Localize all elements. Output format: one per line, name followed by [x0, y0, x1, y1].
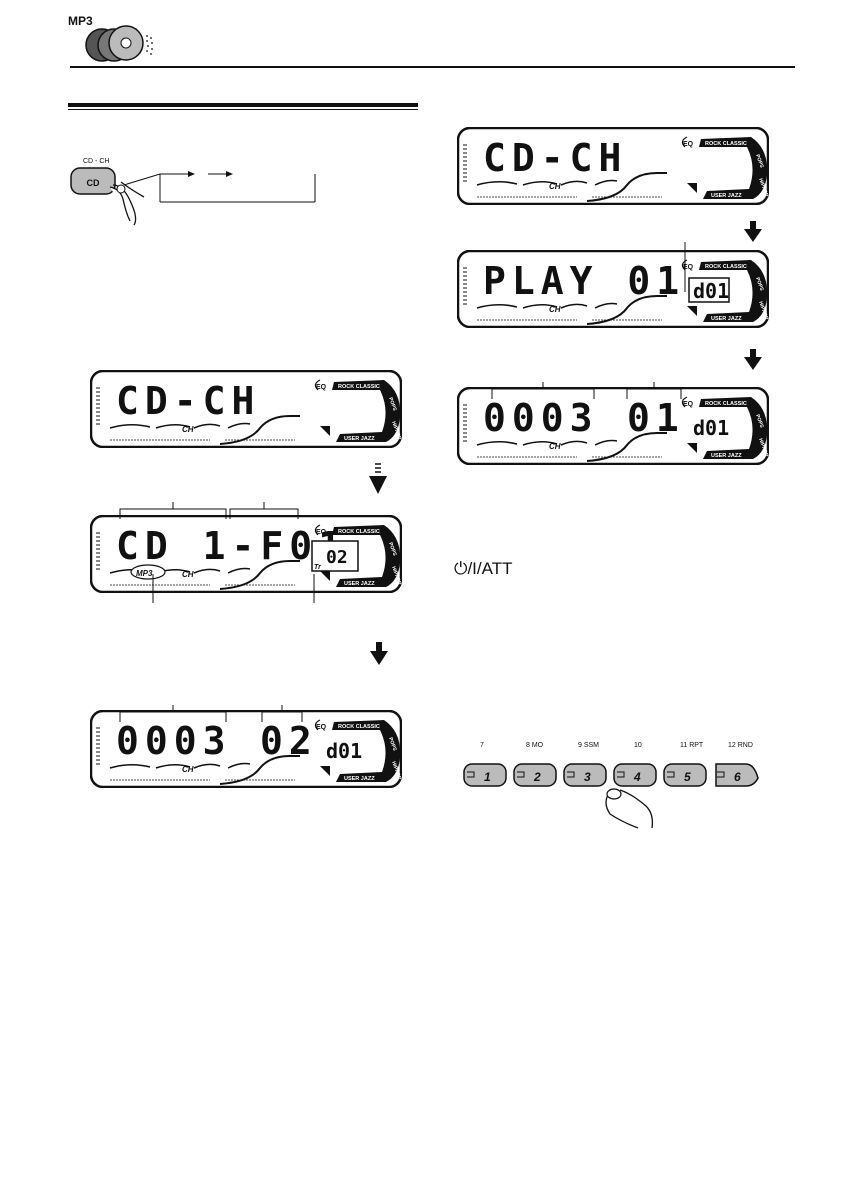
- ch-label: CH: [549, 442, 561, 451]
- down-arrow-icon: [367, 462, 389, 501]
- eq-label: EQ: [316, 384, 327, 391]
- eq-label: EQ: [316, 529, 327, 536]
- lcd-display-5: PLAY 01 CH EQ ROCK CLASSIC USER JAZZ POPS HIPH…: [457, 250, 769, 328]
- lcd-display-4: CD-CH CH EQ ROCK CLASSIC USER JAZZ POPS HIPHOP: [457, 127, 769, 205]
- down-arrow-icon: [369, 642, 389, 671]
- eq-rock-classic-label: ROCK CLASSIC: [338, 724, 380, 730]
- eq-rock-classic-label: ROCK CLASSIC: [705, 141, 747, 147]
- track-number: 02: [326, 547, 348, 568]
- tr-label: Tr: [314, 564, 322, 571]
- cd-button-label: CD: [87, 178, 100, 188]
- eq-rock-classic-label: ROCK CLASSIC: [338, 384, 380, 390]
- lcd-main-text: 0003: [116, 719, 232, 763]
- finger-icon: [605, 788, 654, 829]
- preset-top-label: 7: [480, 742, 484, 749]
- eq-rock-classic-label: ROCK CLASSIC: [338, 529, 380, 535]
- lcd-display-1: CD-CH CH EQ ROCK CLASSIC USER JAZZ POPS HIPHOP: [90, 370, 402, 448]
- ch-label: CH: [549, 305, 561, 314]
- cd-button-top-label: CD - CH: [83, 158, 110, 165]
- eq-pops-label: POPS: [754, 154, 765, 170]
- mp3-disc-icon: MP3: [68, 12, 158, 62]
- eq-hiphop-label: HIPHOP: [757, 438, 769, 459]
- disc-number: d01: [693, 279, 729, 303]
- eq-hiphop-label: HIPHOP: [757, 178, 769, 199]
- eq-hiphop-label: HIPHOP: [757, 301, 769, 322]
- eq-user-jazz-label: USER JAZZ: [344, 581, 375, 587]
- preset-button-3[interactable]: 3: [563, 763, 607, 787]
- down-arrow-icon: [743, 349, 763, 376]
- preset-button-label: 5: [684, 770, 691, 784]
- preset-top-label: 9 SSM: [578, 742, 600, 749]
- eq-pops-label: POPS: [387, 397, 398, 413]
- preset-button-2[interactable]: 2: [513, 763, 557, 787]
- cd-button[interactable]: CD: [68, 165, 328, 230]
- eq-rock-classic-label: ROCK CLASSIC: [705, 264, 747, 270]
- disc-number: d01: [693, 416, 729, 440]
- ch-label: CH: [182, 425, 194, 434]
- eq-hiphop-label: HIPHOP: [390, 421, 402, 442]
- eq-user-jazz-label: USER JAZZ: [711, 193, 742, 199]
- preset-button-label: 6: [734, 770, 741, 784]
- preset-button-label: 1: [484, 770, 491, 784]
- eq-user-jazz-label: USER JAZZ: [711, 453, 742, 459]
- lcd-main-text: CD-CH: [483, 136, 627, 180]
- mp3-indicator: MP3: [136, 569, 153, 578]
- mp3-badge: MP3: [68, 14, 93, 28]
- lcd-track-text: 01: [627, 396, 685, 440]
- lcd-main-text: 0003: [483, 396, 599, 440]
- eq-hiphop-label: HIPHOP: [390, 566, 402, 587]
- ch-label: CH: [182, 570, 194, 579]
- lcd-main-text: PLAY 01: [483, 259, 685, 303]
- preset-top-label: 12 RND: [728, 742, 753, 749]
- header-rule: [70, 66, 795, 68]
- preset-button-label: 2: [533, 770, 541, 784]
- eq-label: EQ: [683, 141, 694, 148]
- lcd-main-text: CD-CH: [116, 379, 260, 423]
- preset-button-label: 3: [584, 770, 591, 784]
- section-rule: [68, 103, 418, 107]
- eq-user-jazz-label: USER JAZZ: [344, 436, 375, 442]
- eq-user-jazz-label: USER JAZZ: [711, 316, 742, 322]
- preset-button-4[interactable]: 4: [613, 763, 657, 787]
- disc-number: d01: [326, 739, 362, 763]
- preset-button-5[interactable]: 5: [663, 763, 707, 787]
- preset-button-6[interactable]: 6: [715, 763, 759, 787]
- eq-label: EQ: [316, 724, 327, 731]
- lcd-track-text: 02: [260, 719, 318, 763]
- section-rule-thin: [68, 109, 418, 110]
- ch-label: CH: [549, 182, 561, 191]
- power-att-label: ⏻/I/ATT: [454, 559, 513, 578]
- preset-buttons: 1 2 3 4 5 6: [462, 762, 762, 837]
- eq-pops-label: POPS: [387, 542, 398, 558]
- eq-label: EQ: [683, 401, 694, 408]
- eq-user-jazz-label: USER JAZZ: [344, 776, 375, 782]
- preset-top-label: 11 RPT: [680, 742, 704, 749]
- eq-hiphop-label: HIPHOP: [390, 761, 402, 782]
- eq-label: EQ: [683, 264, 694, 271]
- eq-pops-label: POPS: [754, 414, 765, 430]
- preset-button-1[interactable]: 1: [463, 763, 507, 787]
- preset-button-label: 4: [633, 770, 641, 784]
- ch-label: CH: [182, 765, 194, 774]
- preset-top-label: 10: [634, 742, 642, 749]
- preset-top-label: 8 MO: [526, 742, 544, 749]
- eq-rock-classic-label: ROCK CLASSIC: [705, 401, 747, 407]
- eq-pops-label: POPS: [387, 737, 398, 753]
- lcd-main-text: CD 1-F01: [116, 524, 347, 568]
- eq-pops-label: POPS: [754, 277, 765, 293]
- down-arrow-icon: [743, 221, 763, 248]
